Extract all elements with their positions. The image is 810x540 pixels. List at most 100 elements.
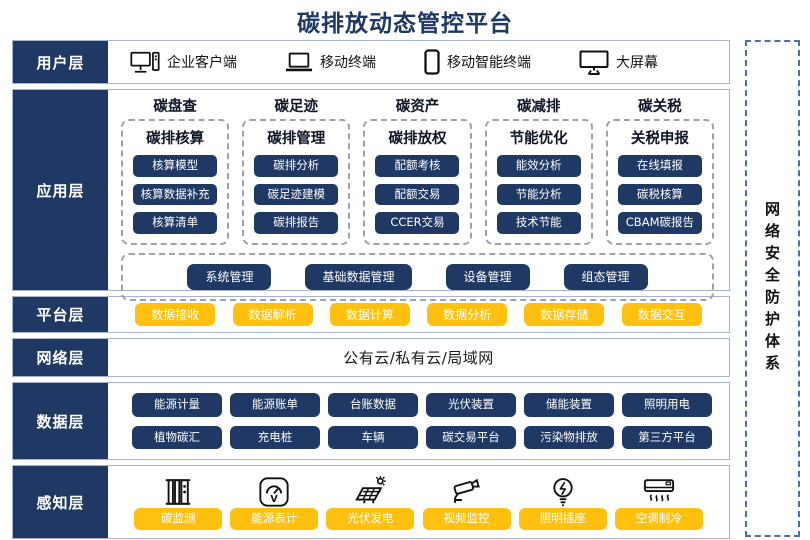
app-module-chip: 碳足迹建模 xyxy=(254,183,339,205)
sense-device: 照明插座 xyxy=(515,471,611,530)
app-column-header: 碳关税 xyxy=(638,99,682,115)
user-device-label: 移动终端 xyxy=(320,55,376,71)
app-column: 碳资产碳排放权配额考核配额交易 CCER交易 xyxy=(363,94,472,245)
user-device-label: 移动智能终端 xyxy=(447,55,531,71)
app-column-header: 碳资产 xyxy=(395,99,440,115)
app-module-chip: 碳排报告 xyxy=(254,212,339,234)
app-box-title: 碳排管理 xyxy=(267,131,326,147)
user-device: 企业客户端 xyxy=(130,50,237,75)
app-column-box: 碳排放权配额考核配额交易 CCER交易 xyxy=(363,119,472,245)
app-module-chip: 节能分析 xyxy=(496,183,581,205)
user-device: 大屏幕 xyxy=(579,50,658,75)
app-module-chip: 配额交易 xyxy=(375,183,460,205)
platform-chip: 数据解析 xyxy=(232,303,313,326)
app-module-chip: 核算数据补充 xyxy=(133,183,218,205)
management-chip: 基础数据管理 xyxy=(305,263,412,290)
app-box-title: 碳排放权 xyxy=(388,131,447,147)
layer-user: 用户层 企业客户端移动终端移动智能终端大屏幕 xyxy=(12,40,730,84)
app-module-chip: 配额考核 xyxy=(375,155,460,177)
data-source-chip: 能源账单 xyxy=(230,393,320,417)
app-column-header: 碳盘查 xyxy=(153,99,197,115)
layer-data-label: 数据层 xyxy=(13,383,108,459)
app-column: 碳足迹碳排管理碳排分析碳足迹建模碳排报告 xyxy=(242,94,351,245)
app-column: 碳减排节能优化能效分析节能分析技术节能 xyxy=(484,94,593,245)
app-column-header: 碳减排 xyxy=(516,99,561,115)
sense-device: V 能源表计 xyxy=(226,471,322,530)
layer-platform: 平台层 数据接收数据解析数据计算数据分析数据存储数据交互 xyxy=(12,296,730,333)
management-chip: 设备管理 xyxy=(445,263,530,290)
app-module-chip: 能效分析 xyxy=(496,155,581,177)
solar-power-icon xyxy=(353,471,387,508)
data-source-chip: 台账数据 xyxy=(328,393,418,417)
platform-chip: 数据分析 xyxy=(427,303,508,326)
data-source-chip: 第三方平台 xyxy=(622,425,712,449)
app-column-header: 碳足迹 xyxy=(274,99,319,115)
app-module-chip: 核算清单 xyxy=(133,212,218,234)
app-columns: 碳盘查碳排核算核算模型核算数据补充核算清单碳足迹碳排管理碳排分析碳足迹建模碳排报… xyxy=(108,90,729,245)
app-column-box: 节能优化能效分析节能分析技术节能 xyxy=(484,119,593,245)
platform-chip: 数据存储 xyxy=(524,303,605,326)
management-box: 系统管理 基础数据管理 设备管理 组态管理 xyxy=(121,252,714,301)
platform-chip: 数据接收 xyxy=(135,303,216,326)
layer-perception-label: 感知层 xyxy=(13,466,108,538)
management-chip: 组态管理 xyxy=(563,263,648,290)
layers-stack: 用户层 企业客户端移动终端移动智能终端大屏幕 应用层 碳盘查碳排核算核算模型核算… xyxy=(12,40,730,539)
security-panel-label: 网络安全防护体系 xyxy=(763,200,781,377)
sense-device-label: 光伏发电 xyxy=(326,508,415,530)
app-box-title: 碳排核算 xyxy=(146,131,205,147)
sense-device: 碳监测 xyxy=(130,471,226,530)
app-box-title: 关税申报 xyxy=(630,131,689,147)
app-column-box: 碳排核算核算模型核算数据补充核算清单 xyxy=(121,119,230,245)
data-source-chip: 污染物排放 xyxy=(524,425,614,449)
app-module-chip: 在线填报 xyxy=(617,155,702,177)
layer-application-label: 应用层 xyxy=(13,90,108,290)
sense-device-label: 碳监测 xyxy=(134,508,223,530)
data-source-chip: 充电桩 xyxy=(230,425,320,449)
app-module-chip: 核算模型 xyxy=(133,155,218,177)
app-column-box: 关税申报在线填报碳税核算 CBAM碳报告 xyxy=(605,119,714,245)
sense-device: 光伏发电 xyxy=(322,471,418,530)
page-title: 碳排放动态管控平台 xyxy=(297,11,513,37)
user-items: 企业客户端 移动终端 移动智能终端 大屏幕 xyxy=(108,41,729,83)
platform-buttons: 数据接收数据解析数据计算数据分析数据存储数据交互 xyxy=(108,297,729,332)
big-screen-icon xyxy=(579,50,609,75)
sense-device-label: 空调制冷 xyxy=(614,508,703,530)
sense-device-label: 视频监控 xyxy=(422,508,511,530)
app-module-chip: 碳排分析 xyxy=(254,155,339,177)
data-grid: 能源计量能源账单台账数据光伏装置储能装置照明用电植物碳汇充电桩车辆碳交易平台污染… xyxy=(108,383,729,459)
app-module-chip: 技术节能 xyxy=(496,212,581,234)
data-source-chip: 储能装置 xyxy=(524,393,614,417)
management-chip: 系统管理 xyxy=(187,263,272,290)
data-source-chip: 光伏装置 xyxy=(426,393,516,417)
app-column: 碳盘查碳排核算核算模型核算数据补充核算清单 xyxy=(121,94,230,245)
app-module-chip: CCER交易 xyxy=(375,212,460,234)
data-source-chip: 车辆 xyxy=(328,425,418,449)
cctv-icon xyxy=(450,471,484,508)
laptop-icon xyxy=(285,50,313,74)
layer-application: 应用层 碳盘查碳排核算核算模型核算数据补充核算清单碳足迹碳排管理碳排分析碳足迹建… xyxy=(12,89,730,301)
sense-device: 视频监控 xyxy=(418,471,514,530)
app-module-chip: CBAM碳报告 xyxy=(617,212,702,234)
user-device: 移动终端 xyxy=(285,50,376,74)
energy-meter-icon: V xyxy=(258,471,290,508)
user-device: 移动智能终端 xyxy=(424,49,531,75)
data-source-chip: 植物碳汇 xyxy=(132,425,222,449)
air-conditioner-icon xyxy=(642,471,676,508)
layer-network-label: 网络层 xyxy=(13,339,108,376)
network-cloud-text: 公有云/私有云/局域网 xyxy=(343,349,494,367)
security-panel: 网络安全防护体系 xyxy=(745,40,800,537)
app-column: 碳关税关税申报在线填报碳税核算 CBAM碳报告 xyxy=(605,94,714,245)
user-device-label: 大屏幕 xyxy=(616,55,658,71)
sense-device-label: 能源表计 xyxy=(230,508,319,530)
svg-text:V: V xyxy=(271,494,279,505)
layer-data: 数据层 能源计量能源账单台账数据光伏装置储能装置照明用电植物碳汇充电桩车辆碳交易… xyxy=(12,382,730,460)
app-module-chip: 碳税核算 xyxy=(617,183,702,205)
layer-platform-label: 平台层 xyxy=(13,297,108,332)
layer-network: 网络层 公有云/私有云/局域网 xyxy=(12,338,730,377)
user-device-label: 企业客户端 xyxy=(167,55,237,71)
data-source-chip: 碳交易平台 xyxy=(426,425,516,449)
lightbulb-icon xyxy=(549,471,577,508)
carbon-monitor-icon xyxy=(162,471,194,508)
data-source-chip: 照明用电 xyxy=(622,393,712,417)
